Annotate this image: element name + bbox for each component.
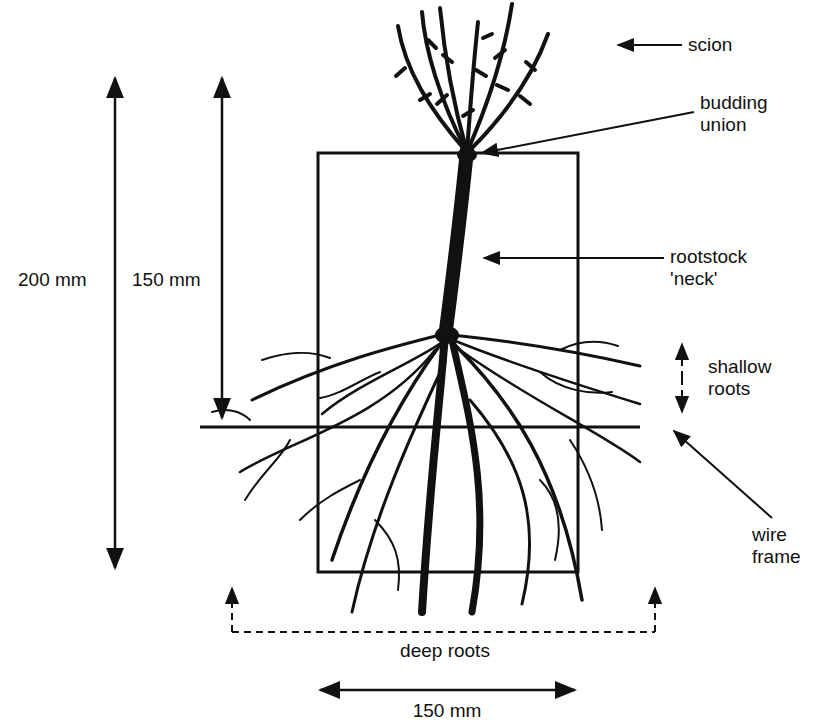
part-label: shallow roots <box>708 356 818 400</box>
part-label: wire frame <box>752 524 826 568</box>
part-label: budding union <box>700 92 810 136</box>
rootstock-neck <box>446 150 467 330</box>
dimension-lines <box>115 78 575 690</box>
dimension-label: 200 mm <box>18 269 108 291</box>
part-label: rootstock 'neck' <box>670 246 790 290</box>
frame-box <box>318 153 578 572</box>
part-label: scion <box>688 34 808 56</box>
wire-frame <box>200 426 640 429</box>
dimension-label: 150 mm <box>372 700 522 722</box>
budding-union <box>457 148 477 162</box>
scion-branches <box>396 4 548 152</box>
dimension-label: 150 mm <box>132 269 216 291</box>
roots <box>212 335 640 612</box>
dashed-brackets <box>232 344 682 632</box>
part-label: deep roots <box>360 640 530 662</box>
